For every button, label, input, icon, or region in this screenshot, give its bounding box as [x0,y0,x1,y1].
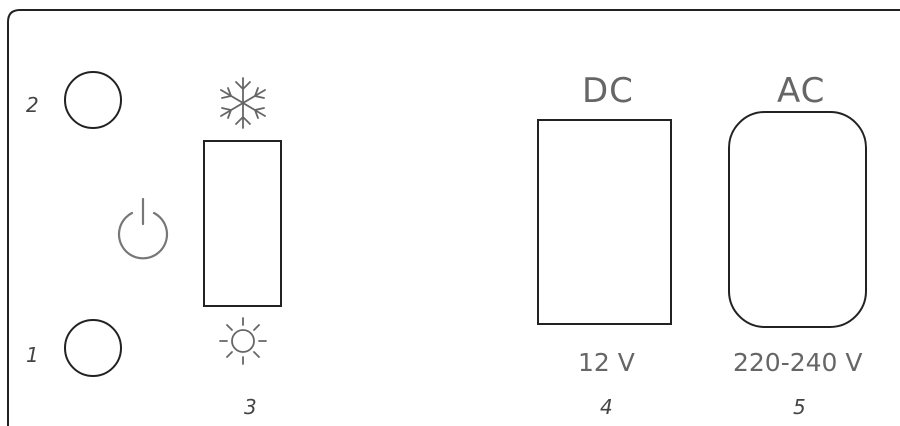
ac-heading: AC [777,71,826,111]
knob-top[interactable] [64,71,122,129]
knob-top-number: 2 [26,93,39,117]
ac-voltage: 220-240 V [733,348,863,377]
ac-socket[interactable] [728,111,867,328]
snowflake-icon [220,77,266,129]
ac-socket-number: 5 [793,395,806,419]
power-icon [117,197,169,260]
dc-heading: DC [582,71,634,111]
sun-icon [219,317,267,365]
knob-bottom-number: 1 [26,343,39,367]
thermostat-slot[interactable] [203,140,282,307]
knob-bottom[interactable] [64,319,122,377]
dc-socket-number: 4 [600,395,613,419]
thermostat-number: 3 [244,395,257,419]
dc-voltage: 12 V [578,348,635,377]
dc-socket[interactable] [537,119,672,325]
panel-outline [7,9,900,426]
